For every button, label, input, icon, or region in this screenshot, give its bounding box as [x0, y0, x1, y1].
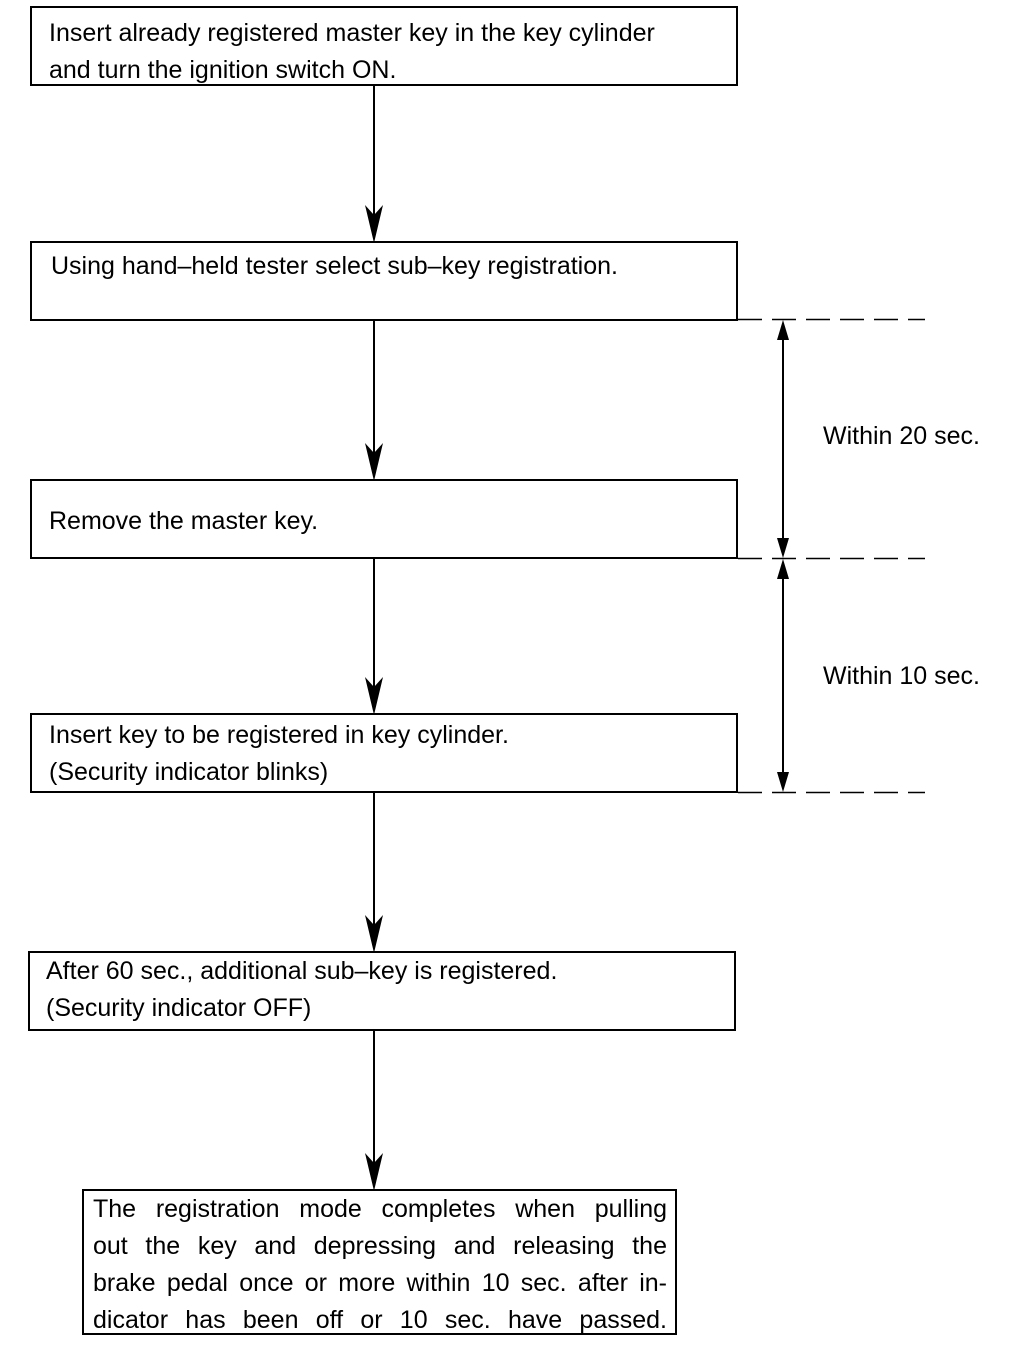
- step-text-line: brake pedal once or more within 10 sec. …: [93, 1269, 667, 1297]
- step-text-line: The registration mode completes when pul…: [93, 1195, 667, 1223]
- step-text-line: After 60 sec., additional sub–key is reg…: [46, 957, 558, 985]
- step-text-line: and turn the ignition switch ON.: [49, 56, 397, 84]
- flow-step-insert-master-key: Insert already registered master key in …: [30, 6, 738, 86]
- interval-arrow-1: [777, 320, 789, 558]
- flow-arrow-1-2: [365, 86, 383, 243]
- step-text-line: Insert already registered master key in …: [49, 19, 655, 47]
- step-text-line: (Security indicator blinks): [49, 758, 329, 786]
- flow-step-remove-master-key: Remove the master key.: [30, 479, 738, 559]
- flow-step-registration-complete: The registration mode completes when pul…: [82, 1189, 677, 1335]
- step-text-line: Remove the master key.: [49, 507, 319, 535]
- step-text-line: Insert key to be registered in key cylin…: [49, 721, 509, 749]
- step-text-line: (Security indicator OFF): [46, 994, 312, 1022]
- step-text-line: dicator has been off or 10 sec. have pas…: [93, 1306, 667, 1334]
- flow-arrow-4-5: [365, 792, 383, 953]
- step-text-line: Using hand–held tester select sub–key re…: [51, 252, 618, 280]
- step-text-line: out the key and depressing and releasing…: [93, 1232, 667, 1260]
- interval-arrow-2: [777, 559, 789, 792]
- flow-step-select-sub-key-registration: Using hand–held tester select sub–key re…: [30, 241, 738, 321]
- flow-step-insert-key-to-register: Insert key to be registered in key cylin…: [30, 713, 738, 793]
- flow-step-sub-key-registered: After 60 sec., additional sub–key is reg…: [28, 951, 736, 1031]
- flow-arrow-2-3: [365, 320, 383, 481]
- flow-arrow-5-6: [365, 1030, 383, 1191]
- interval-label-10-sec: Within 10 sec.: [823, 662, 981, 690]
- interval-label-20-sec: Within 20 sec.: [823, 422, 981, 450]
- flow-arrow-3-4: [365, 558, 383, 715]
